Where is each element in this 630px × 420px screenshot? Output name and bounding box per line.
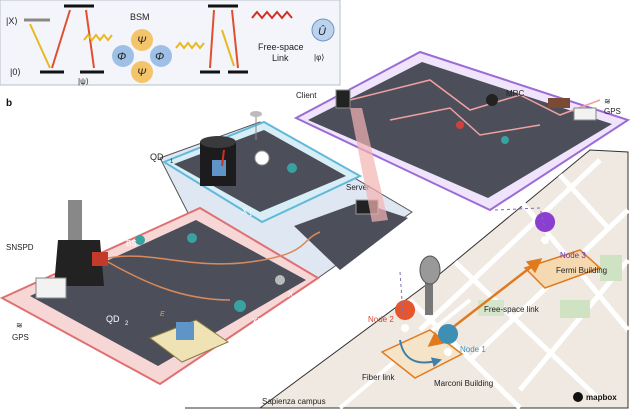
campus-map: Node 3 Fermi Building Free-space link No… xyxy=(185,149,630,410)
mapbox-icon xyxy=(573,392,583,402)
client-optic-teal xyxy=(501,136,509,144)
qd1-subscript: 1 xyxy=(170,159,174,165)
phi-text-left: Φ xyxy=(117,51,126,63)
qd1-lab: QD 1 X 1 xyxy=(150,111,363,224)
x1-subscript: 1 xyxy=(249,212,253,218)
transition-4 xyxy=(209,9,215,69)
client-table xyxy=(308,62,612,198)
telescope-mast xyxy=(425,280,433,315)
transition-5 xyxy=(231,9,239,69)
client-device-2 xyxy=(573,107,597,121)
qd2-sample xyxy=(176,322,194,340)
xx2-optic xyxy=(234,300,246,312)
panel-b-letter: b xyxy=(6,98,12,109)
qd1-cryostat-top xyxy=(200,136,236,148)
bs-optic xyxy=(187,233,197,243)
client-gps-label: GPS xyxy=(604,107,621,116)
node2-pin xyxy=(395,300,416,336)
lab2-table xyxy=(30,220,306,366)
client-optic-red xyxy=(456,121,464,129)
server-label: Server xyxy=(346,183,370,192)
client-lab: Client MRC ≋ GPS xyxy=(293,50,630,212)
qd2-field-label: E xyxy=(160,311,165,318)
free-space-link-label: Free-space link xyxy=(484,305,540,314)
mapbox-label: mapbox xyxy=(586,393,617,402)
phi-text-right: Φ xyxy=(155,51,164,63)
snspd-label: SNSPD xyxy=(6,243,34,252)
psi-circle-top xyxy=(131,29,153,51)
x2-subscript: 2 xyxy=(295,295,299,301)
campus-label: Sapienza campus xyxy=(262,397,326,406)
xx2-subscript: 2 xyxy=(265,322,269,328)
fiber-link-arrow xyxy=(399,339,442,368)
unitary-text: Û xyxy=(318,25,326,38)
node3-label: Node 3 xyxy=(560,251,586,260)
x1-label: X xyxy=(242,207,248,216)
x2-label: X xyxy=(288,290,294,299)
mrc-label: MRC xyxy=(506,89,524,98)
lab2-fiber-2 xyxy=(107,261,231,301)
xx2-label: XX xyxy=(252,317,263,326)
mrc-component xyxy=(486,94,498,106)
node1-pin xyxy=(438,324,459,360)
snspd-stand xyxy=(54,240,104,286)
snspd-device xyxy=(35,277,67,299)
link-label-2: Link xyxy=(272,53,289,63)
lab2-gps-icon: ≋ xyxy=(16,321,23,330)
client-gps-icon: ≋ xyxy=(604,97,611,106)
qd1-post-top xyxy=(250,111,262,117)
psi-text-bottom: Ψ xyxy=(137,67,147,79)
psi-circle-bottom xyxy=(131,61,153,83)
telescope-icon xyxy=(419,255,441,285)
qd2-label: QD xyxy=(106,314,120,324)
panel-a: |X⟩ |0⟩ |ψ⟩ BSM Φ Ψ Φ Ψ Free-space Link … xyxy=(0,0,341,86)
qd1-sample xyxy=(212,160,226,176)
transition-2 xyxy=(51,9,71,69)
lab2-gps-label: GPS xyxy=(12,333,29,342)
qd1-label: QD xyxy=(150,152,164,162)
snspd-box xyxy=(92,252,108,266)
marconi-label: Marconi Building xyxy=(434,379,493,388)
ket-psi-label: |ψ⟩ xyxy=(78,77,89,86)
client-label: Client xyxy=(296,91,317,100)
x2-optic xyxy=(275,275,285,285)
server-to-node2-dashed xyxy=(399,271,404,316)
lab2: SNSPD BSM BS X 2 XX 2 QD 2 E ≋ GPS xyxy=(0,200,321,386)
node3-pin xyxy=(535,212,556,248)
psi-text-top: Ψ xyxy=(137,35,147,47)
lab2-fiber-1 xyxy=(107,231,321,265)
phi-circle-right xyxy=(150,45,172,67)
client-device-1 xyxy=(548,98,570,108)
bsm-label-a: BSM xyxy=(130,12,150,22)
photon-wave-mid xyxy=(175,41,205,50)
qd1-field-arrow xyxy=(221,149,225,167)
client-server-beam xyxy=(350,108,388,222)
node2-label: Node 2 xyxy=(368,315,394,324)
bs-label: BS xyxy=(126,239,137,248)
green-patch-1 xyxy=(560,300,590,318)
transition-6 xyxy=(221,29,235,67)
client-beam-path-2 xyxy=(389,107,541,136)
snspd-cylinder xyxy=(68,200,82,240)
qd2-subscript: 2 xyxy=(125,321,129,327)
client-monitor xyxy=(335,89,351,109)
node1-label: Node 1 xyxy=(460,345,486,354)
fiber-link-label: Fiber link xyxy=(362,373,395,382)
phi-circle-left xyxy=(112,45,134,67)
photon-wave-left xyxy=(83,33,113,42)
bsm-optic xyxy=(135,235,145,245)
link-label-1: Free-space xyxy=(258,42,304,52)
fermi-label: Fermi Building xyxy=(556,266,607,275)
qd1-component xyxy=(254,150,270,166)
transition-1 xyxy=(29,23,51,69)
bsm-label: BSM xyxy=(126,221,144,230)
free-space-wave xyxy=(251,10,293,20)
ket-0-label: |0⟩ xyxy=(10,67,21,77)
unitary-circle xyxy=(311,18,335,42)
ket-x-label: |X⟩ xyxy=(6,16,18,26)
green-patch-2 xyxy=(600,255,622,281)
ket-phi-label: |φ⟩ xyxy=(314,53,324,62)
qd1-optic-teal xyxy=(287,163,297,173)
